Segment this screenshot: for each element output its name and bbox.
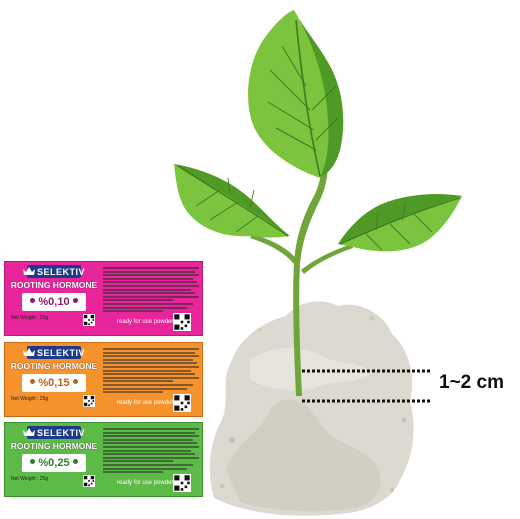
fine-print-line xyxy=(103,310,163,313)
label-right-panel: ready for use powder xyxy=(103,346,201,415)
product-name: ROOTING HORMONE xyxy=(10,441,98,451)
fine-print-line xyxy=(103,464,193,466)
depth-measurement-label: 1~2 cm xyxy=(439,372,504,393)
fine-print-line xyxy=(103,460,173,463)
qr-code-icon xyxy=(173,394,191,412)
concentration-box xyxy=(22,374,86,392)
concentration-value: %0,15 xyxy=(22,374,86,392)
brand-box xyxy=(27,346,81,359)
ready-for-use-text: ready for use powder xyxy=(117,480,174,486)
fine-print-line xyxy=(103,456,199,459)
concentration-value: %0,10 xyxy=(22,293,86,311)
fine-print-line xyxy=(103,358,193,361)
fine-print-line xyxy=(103,391,163,394)
net-weight: Net Weight : 25g xyxy=(11,315,49,321)
crown-icon xyxy=(22,267,35,275)
qr-code-icon xyxy=(173,474,191,492)
fine-print-line xyxy=(103,299,173,302)
fine-print-line xyxy=(103,267,199,269)
label-right-panel: ready for use powder xyxy=(103,426,201,495)
dot-icon xyxy=(30,379,36,384)
brand-name: SELEKTIV xyxy=(9,265,99,279)
top-leaf xyxy=(248,10,344,178)
left-leaf xyxy=(174,164,290,238)
ready-for-use-text: ready for use powder xyxy=(117,319,174,325)
fine-print-line xyxy=(103,270,195,273)
qr-code-icon xyxy=(173,313,191,331)
fine-print-line xyxy=(103,387,187,390)
concentration-value: %0,25 xyxy=(22,454,86,472)
qr-code-icon xyxy=(83,475,95,487)
dot-icon xyxy=(72,459,78,464)
fine-print-line xyxy=(103,369,191,372)
brand-box xyxy=(27,265,81,278)
measurement-lines xyxy=(302,369,432,403)
qr-code-icon xyxy=(83,314,95,326)
fine-print-line xyxy=(103,288,191,291)
dot-icon xyxy=(72,298,78,303)
net-weight: Net Weight : 25g xyxy=(11,476,49,482)
net-weight: Net Weight : 25g xyxy=(11,396,49,402)
fine-print-line xyxy=(103,306,187,309)
fine-print-line xyxy=(103,467,187,470)
brand-text: SELEKTIV xyxy=(36,428,85,438)
fine-print-line xyxy=(103,431,195,434)
fine-print-line xyxy=(103,435,199,438)
concentration-text: %0,15 xyxy=(38,377,70,389)
product-name: ROOTING HORMONE xyxy=(10,361,98,371)
ready-for-use-text: ready for use powder xyxy=(117,400,174,406)
concentration-box xyxy=(22,293,86,311)
fine-print-line xyxy=(103,281,197,284)
fine-print-line xyxy=(103,348,199,350)
fine-print-line xyxy=(103,376,199,379)
fine-print-line xyxy=(103,449,191,452)
crown-icon xyxy=(22,428,35,436)
fine-print-line xyxy=(103,428,199,430)
concentration-text: %0,10 xyxy=(38,296,70,308)
fine-print-line xyxy=(103,362,197,365)
fine-print-line xyxy=(103,277,193,280)
fine-print-line xyxy=(103,351,195,354)
fine-print-line xyxy=(103,373,195,376)
fine-print-line xyxy=(103,384,193,386)
fine-print-line xyxy=(103,285,199,287)
powder-pile xyxy=(209,301,414,516)
fine-print-line xyxy=(103,446,199,448)
fine-print-line xyxy=(103,274,199,277)
concentration-text: %0,25 xyxy=(38,457,70,469)
brand-box xyxy=(27,426,81,439)
fine-print-line xyxy=(103,303,193,305)
fine-print-line xyxy=(103,292,195,295)
right-leaf xyxy=(338,194,462,252)
brand-name: SELEKTIV xyxy=(9,426,99,440)
label-right-panel: ready for use powder xyxy=(103,265,201,334)
brand-name: SELEKTIV xyxy=(9,346,99,360)
fine-print-line xyxy=(103,380,173,383)
fine-print-line xyxy=(103,438,193,441)
qr-code-icon xyxy=(83,395,95,407)
product-name: ROOTING HORMONE xyxy=(10,280,98,290)
concentration-box xyxy=(22,454,86,472)
brand-text: SELEKTIV xyxy=(36,267,85,277)
dot-icon xyxy=(30,459,36,464)
crown-icon xyxy=(22,348,35,356)
fine-print-line xyxy=(103,471,163,474)
fine-print-line xyxy=(103,295,199,298)
fine-print-line xyxy=(103,355,199,358)
fine-print-line xyxy=(103,366,199,368)
dot-icon xyxy=(30,298,36,303)
fine-print-line xyxy=(103,453,195,456)
dot-icon xyxy=(72,379,78,384)
brand-text: SELEKTIV xyxy=(36,348,85,358)
fine-print-line xyxy=(103,442,197,445)
